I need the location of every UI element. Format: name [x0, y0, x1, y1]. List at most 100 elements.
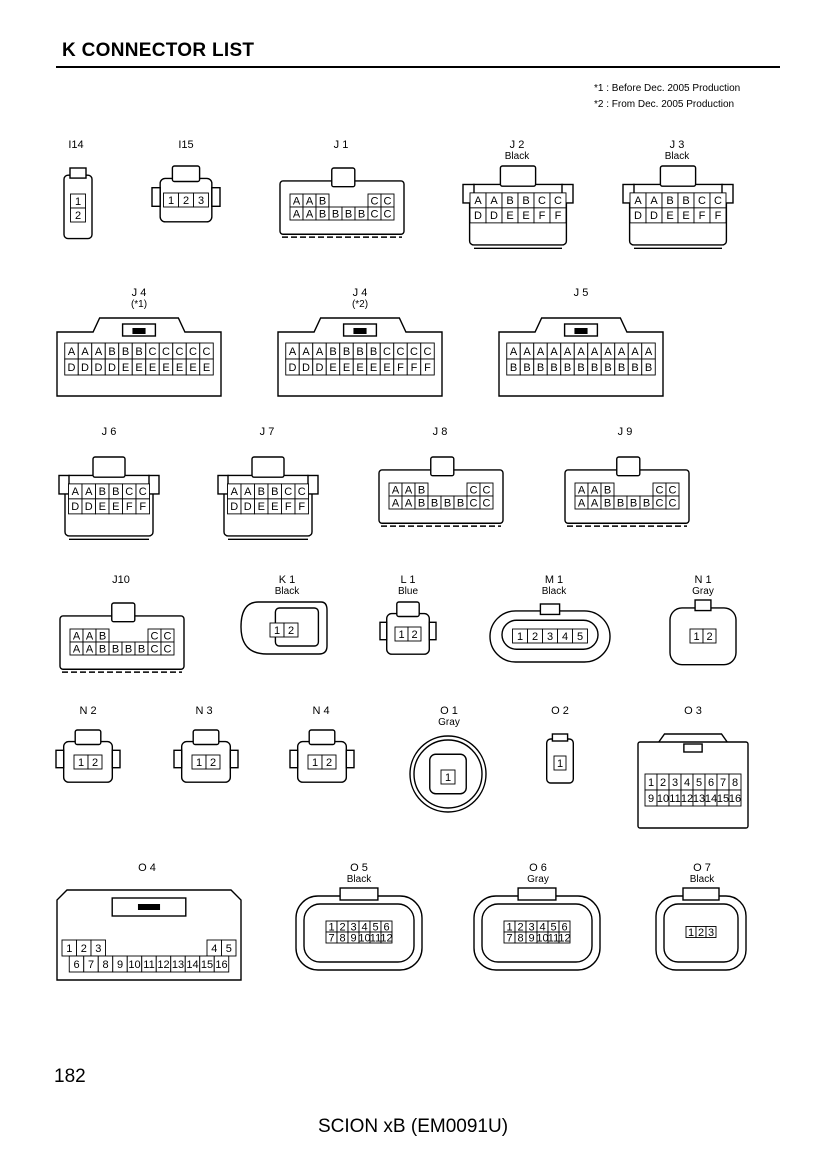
pin-label: B — [370, 346, 377, 358]
connector-name: O 4 — [138, 862, 156, 874]
pin-label: 10 — [536, 932, 548, 944]
pin-label: 8 — [517, 932, 523, 944]
pin-label: E — [99, 501, 106, 513]
pin-label: 4 — [539, 921, 545, 933]
pin-cell: D — [312, 358, 327, 376]
pin-label: 1 — [506, 921, 512, 933]
pin-cell: A — [641, 342, 656, 360]
pin-label: B — [643, 497, 650, 509]
pin-cell: E — [352, 358, 368, 376]
pin-label: F — [424, 362, 431, 374]
pin-cell: B — [339, 342, 354, 360]
pin-cell: E — [339, 358, 354, 376]
pin-cell: C — [135, 483, 150, 500]
pin-label: C — [554, 195, 562, 207]
pin-cell: C — [479, 495, 494, 510]
pin-cell: A — [82, 641, 97, 656]
pin-cell: 1 — [394, 626, 409, 642]
pin-cell: 4 — [206, 939, 222, 957]
pin-label: E — [522, 210, 529, 222]
pin-label: F — [555, 210, 562, 222]
pin-cell: 7 — [716, 773, 730, 791]
pin-cell: 3 — [705, 926, 717, 939]
pin-label: 1 — [66, 943, 72, 955]
pin-label: 14 — [186, 959, 198, 971]
pin-label: A — [604, 346, 612, 358]
pin-cell: C — [185, 342, 201, 360]
pin-label: A — [618, 346, 626, 358]
pin-label: D — [108, 362, 116, 374]
pin-cell: 14 — [184, 955, 201, 973]
pin-cell: C — [549, 192, 567, 209]
pin-cell: A — [289, 206, 304, 221]
pin-cell: C — [533, 192, 551, 209]
pin-label: 5 — [696, 777, 702, 789]
pin-label: A — [306, 195, 314, 207]
connector-label-j6: J 6 — [69, 426, 149, 438]
pin-cell: C — [147, 641, 162, 656]
pin-label: B — [431, 497, 438, 509]
connector-color: Gray — [692, 586, 714, 597]
pin-cell: 8 — [514, 931, 527, 944]
pin-label: E — [682, 210, 689, 222]
pin-cell: 2 — [205, 754, 221, 770]
pin-cell: 7 — [325, 931, 338, 944]
pin-label: B — [345, 208, 352, 220]
pin-cell: B — [573, 358, 589, 376]
pin-label: 7 — [720, 777, 726, 789]
pin-label: D — [85, 501, 93, 513]
pin-cell: 5 — [221, 939, 237, 957]
pin-label: 9 — [648, 793, 654, 805]
pin-label: F — [298, 501, 305, 513]
connector-name: N 1 — [694, 574, 712, 586]
connector-name: K 1 — [278, 574, 296, 586]
pin-cell: A — [560, 342, 575, 360]
pin-cell: C — [367, 193, 382, 208]
pin-label: A — [591, 497, 599, 509]
pin-label: B — [358, 208, 365, 220]
pin-label: B — [329, 346, 336, 358]
pin-label: 2 — [660, 777, 666, 789]
pin-cell: C — [665, 482, 680, 497]
pin-label: 5 — [550, 921, 556, 933]
pin-label: B — [332, 208, 339, 220]
pin-label: 2 — [698, 927, 704, 939]
pin-label: B — [99, 630, 106, 642]
pin-cell: B — [639, 495, 654, 510]
pin-cell: B — [533, 358, 548, 376]
pin-label: A — [510, 346, 518, 358]
pin-cell: A — [645, 192, 663, 209]
pin-label: 16 — [729, 793, 741, 805]
connector-i14: 12 — [63, 167, 93, 240]
connector-label-o2: O 2 — [520, 705, 600, 717]
pin-cell: B — [677, 192, 695, 209]
pin-cell: D — [240, 498, 255, 515]
pin-label: D — [289, 362, 297, 374]
pin-cell: B — [108, 483, 123, 500]
pin-label: 3 — [198, 195, 204, 207]
pin-cell: B — [118, 342, 133, 360]
pin-cell: B — [600, 482, 615, 497]
pin-label: 2 — [288, 625, 294, 637]
pin-cell: 5 — [572, 628, 588, 644]
pin-label: 7 — [506, 932, 512, 944]
connector-name: J 7 — [259, 426, 275, 438]
pin-cell: B — [95, 641, 110, 656]
pin-label: C — [470, 497, 478, 509]
pin-label: 2 — [81, 943, 87, 955]
pin-label: E — [203, 362, 210, 374]
pin-cell: 11 — [668, 789, 682, 807]
pin-cell: E — [131, 358, 147, 376]
connector-color: Black — [541, 586, 567, 597]
pin-label: B — [319, 195, 326, 207]
pin-cell: A — [627, 342, 643, 360]
pin-label: C — [125, 486, 133, 498]
pin-label: 2 — [532, 631, 538, 643]
